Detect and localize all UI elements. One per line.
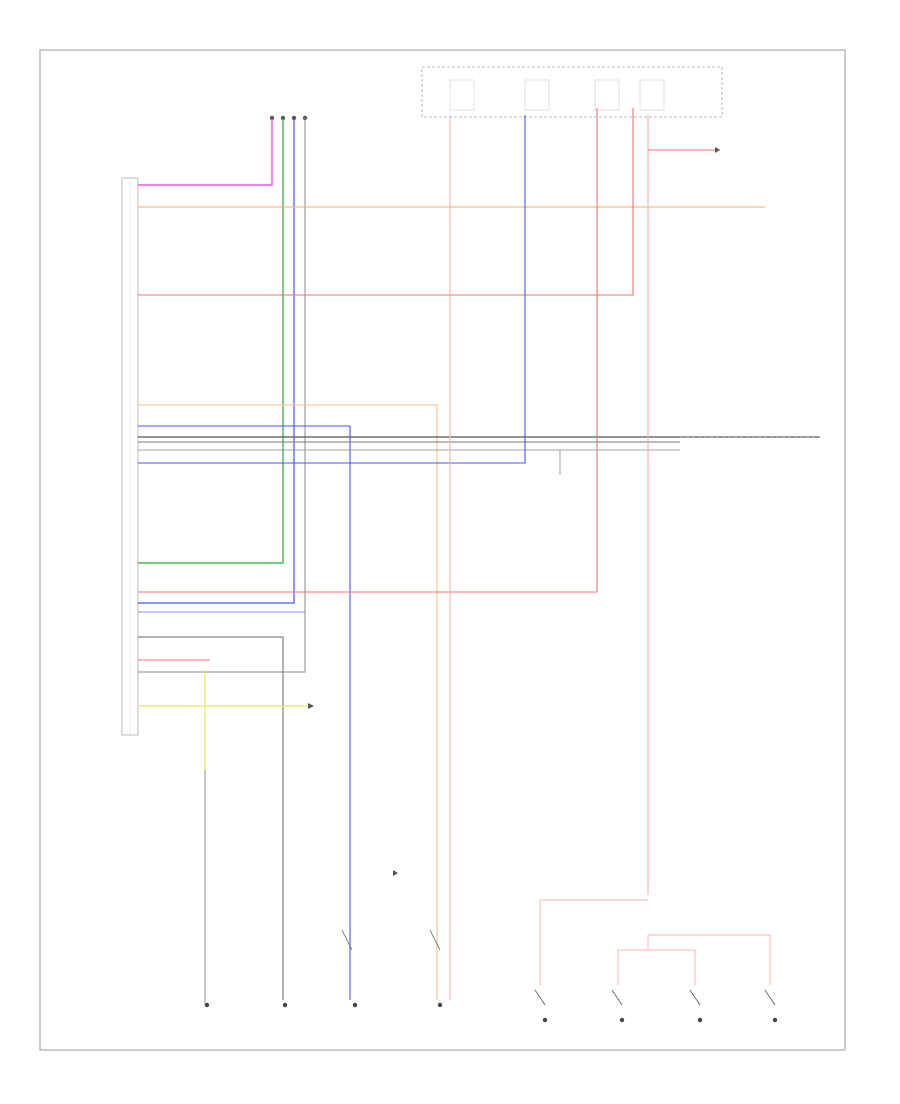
gray-wire-left (138, 118, 306, 673)
switch-symbol (689, 989, 701, 1006)
gray-wire-bottom (138, 636, 284, 1000)
branch-right (648, 934, 771, 985)
switch-symbol (341, 929, 353, 951)
connector-arrow (393, 870, 398, 876)
pink-wire (138, 118, 273, 186)
ground-point (697, 1017, 703, 1023)
connector-arrows (308, 147, 720, 876)
branch-left (539, 899, 648, 985)
ground-point (542, 1017, 548, 1023)
diagram-frame (39, 49, 846, 1051)
top-connector (269, 115, 308, 121)
switch-symbol (429, 929, 441, 951)
ground-point (772, 1017, 778, 1023)
branch-middle (617, 935, 649, 985)
switch-symbol (534, 989, 546, 1006)
red-wire-a (138, 108, 634, 296)
blue-wire-bottom (138, 425, 351, 1000)
ground-point (437, 1002, 443, 1008)
red-wire-b (138, 108, 598, 593)
blue-wire-left (138, 118, 295, 604)
connector-arrow (308, 703, 314, 709)
green-wire (138, 118, 284, 564)
branch-middle-right (648, 949, 696, 985)
ground-point (619, 1017, 625, 1023)
control-module (121, 177, 139, 736)
blue-wire-fuse (138, 115, 526, 464)
connector-arrow (715, 147, 720, 153)
peach-wire (138, 404, 438, 1000)
switch-symbol (764, 989, 776, 1006)
switch-symbols (341, 929, 776, 1006)
ground-point (204, 1002, 210, 1008)
ground-symbols (204, 1002, 778, 1023)
ground-point (282, 1002, 288, 1008)
fuse-box (421, 66, 723, 118)
switch-symbol (611, 989, 623, 1006)
ground-point (352, 1002, 358, 1008)
